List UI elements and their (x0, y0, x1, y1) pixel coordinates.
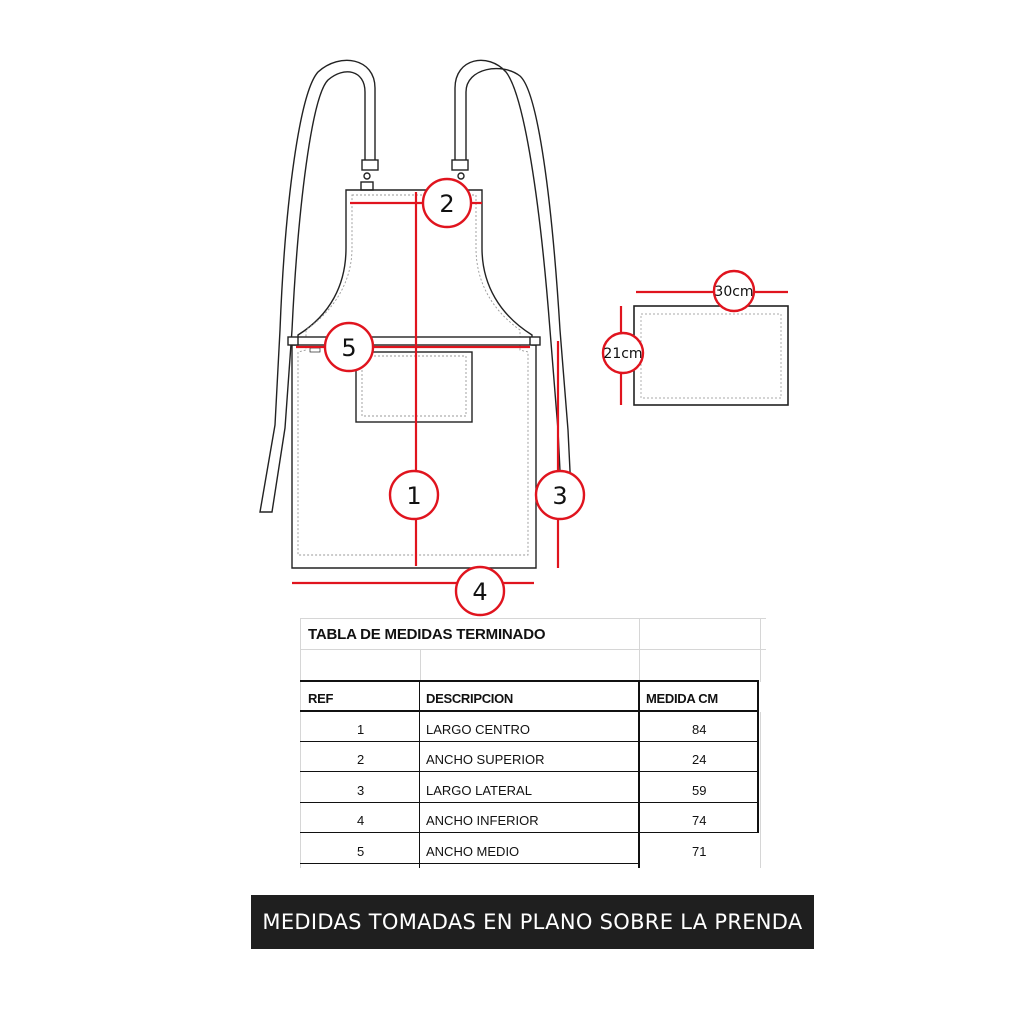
header-medida: MEDIDA CM (646, 691, 718, 706)
marker-4 (454, 565, 506, 617)
marker-5 (323, 321, 375, 373)
row-value: 84 (692, 722, 707, 737)
row-desc: ANCHO SUPERIOR (426, 752, 545, 767)
row-value: 74 (692, 813, 707, 828)
marker-pocket-height (601, 331, 645, 375)
apron-body (287, 189, 541, 569)
row-value: 59 (692, 783, 707, 798)
measure-label-4: 4 (472, 578, 487, 606)
marker-pocket-width (712, 269, 756, 313)
row-ref: 3 (357, 783, 365, 798)
measurements-table: TABLA DE MEDIDAS TERMINADO REF DESCRIPCI… (300, 616, 766, 868)
footer-banner: MEDIDAS TOMADAS EN PLANO SOBRE LA PRENDA (251, 895, 814, 949)
measure-label-5: 5 (341, 334, 356, 362)
row-ref: 1 (357, 722, 365, 737)
neck-strap-left (259, 59, 379, 513)
row-desc: ANCHO MEDIO (426, 844, 520, 859)
row-ref: 4 (357, 813, 365, 828)
row-desc: ANCHO INFERIOR (426, 813, 539, 828)
row-ref: 5 (357, 844, 365, 859)
row-desc: LARGO LATERAL (426, 783, 532, 798)
marker-3 (534, 469, 586, 521)
row-value: 71 (692, 844, 707, 859)
row-ref: 2 (357, 752, 365, 767)
row-value: 24 (692, 752, 707, 767)
measure-label-1: 1 (406, 482, 421, 510)
table-title: TABLA DE MEDIDAS TERMINADO (308, 626, 546, 643)
pocket-width-label: 30cm (714, 284, 753, 300)
header-descripcion: DESCRIPCION (426, 691, 513, 706)
header-ref: REF (308, 691, 334, 706)
footer-text: MEDIDAS TOMADAS EN PLANO SOBRE LA PRENDA (262, 910, 803, 934)
measure-label-2: 2 (439, 190, 454, 218)
pocket-height-label: 21cm (603, 346, 642, 362)
marker-2 (421, 177, 473, 229)
neck-strap-right (451, 59, 573, 513)
marker-1 (388, 469, 440, 521)
pocket-outline (633, 305, 789, 406)
apron-diagram: 1 2 3 4 5 30cm 21cm (259, 59, 789, 617)
measure-label-3: 3 (552, 482, 567, 510)
row-desc: LARGO CENTRO (426, 722, 531, 737)
measure-markers (323, 177, 756, 617)
